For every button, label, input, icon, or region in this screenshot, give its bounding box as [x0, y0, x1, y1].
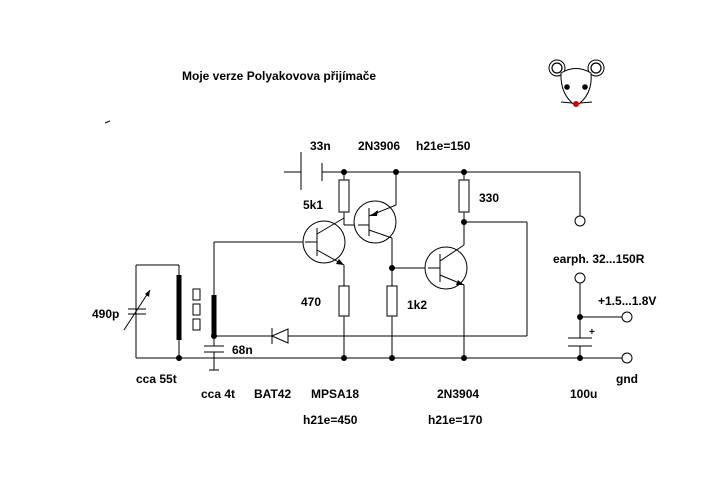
label-h21e-170: h21e=170	[428, 413, 483, 427]
label-1k2: 1k2	[407, 298, 427, 312]
label-68n: 68n	[232, 343, 253, 357]
label-coil-4t: cca 4t	[201, 387, 235, 401]
label-490p: 490p	[92, 307, 119, 321]
capacitor-68n	[204, 345, 224, 371]
transistor-mpsa18	[302, 217, 346, 266]
label-330: 330	[479, 191, 499, 205]
terminal-gnd	[621, 352, 633, 364]
capacitor-33n	[300, 152, 323, 190]
terminal-supply	[621, 311, 633, 323]
resistor-330	[458, 179, 470, 213]
label-mpsa18: MPSA18	[311, 387, 359, 401]
label-2n3904: 2N3904	[437, 387, 479, 401]
label-5k1: 5k1	[303, 198, 323, 212]
diode-bat42	[270, 328, 289, 344]
terminal-earphone-bottom	[574, 272, 586, 284]
resistor-470	[338, 285, 350, 317]
transistor-2n3906	[353, 200, 397, 244]
label-h21e-150: h21e=150	[416, 139, 471, 153]
terminal-earphone-top	[574, 215, 586, 227]
junction-dots	[176, 169, 583, 361]
ferrite-rod	[192, 288, 201, 331]
label-470: 470	[301, 295, 321, 309]
label-h21e-450: h21e=450	[303, 413, 358, 427]
label-plus: +	[589, 327, 595, 338]
stray-mark	[104, 120, 111, 124]
label-2n3906: 2N3906	[358, 139, 400, 153]
label-33n: 33n	[310, 139, 331, 153]
mouse-face-icon	[548, 59, 605, 107]
label-100u: 100u	[570, 387, 597, 401]
label-earphone: earph. 32...150R	[553, 252, 645, 266]
resistor-1k2	[386, 285, 398, 317]
label-gnd: gnd	[616, 372, 638, 386]
capacitor-100u	[568, 337, 592, 347]
label-coil-55t: cca 55t	[136, 372, 177, 386]
page-title: Moje verze Polyakovova přijímače	[182, 69, 376, 83]
label-bat42: BAT42	[254, 387, 291, 401]
label-supply: +1.5...1.8V	[598, 294, 656, 308]
resistor-5k1	[338, 179, 350, 213]
capacitor-490p-variable	[123, 289, 151, 331]
transistor-2n3904	[424, 244, 468, 290]
